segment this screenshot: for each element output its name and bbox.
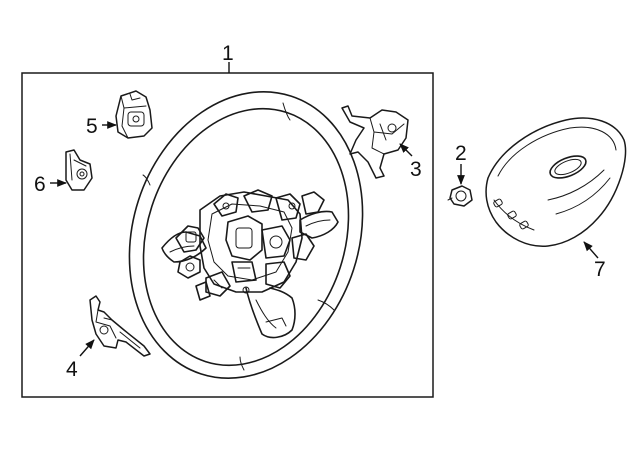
leader-4 bbox=[79, 339, 95, 357]
callout-3: 3 bbox=[410, 158, 422, 181]
callout-1: 1 bbox=[222, 42, 234, 65]
callout-2: 2 bbox=[455, 142, 467, 165]
callout-6: 6 bbox=[34, 173, 46, 196]
right-paddle-switch bbox=[341, 105, 409, 179]
bracket-switch bbox=[65, 149, 93, 191]
steering-wheel bbox=[128, 91, 364, 379]
leader-3 bbox=[399, 143, 413, 157]
control-switch-module bbox=[115, 90, 153, 139]
left-paddle-switch bbox=[89, 295, 151, 357]
callout-4: 4 bbox=[66, 358, 78, 381]
assembly-box bbox=[21, 72, 434, 398]
driver-air-bag-module bbox=[485, 117, 627, 247]
callout-7: 7 bbox=[594, 258, 606, 281]
leader-7 bbox=[583, 241, 599, 259]
callout-5: 5 bbox=[86, 115, 98, 138]
fastener-clip bbox=[447, 185, 473, 207]
